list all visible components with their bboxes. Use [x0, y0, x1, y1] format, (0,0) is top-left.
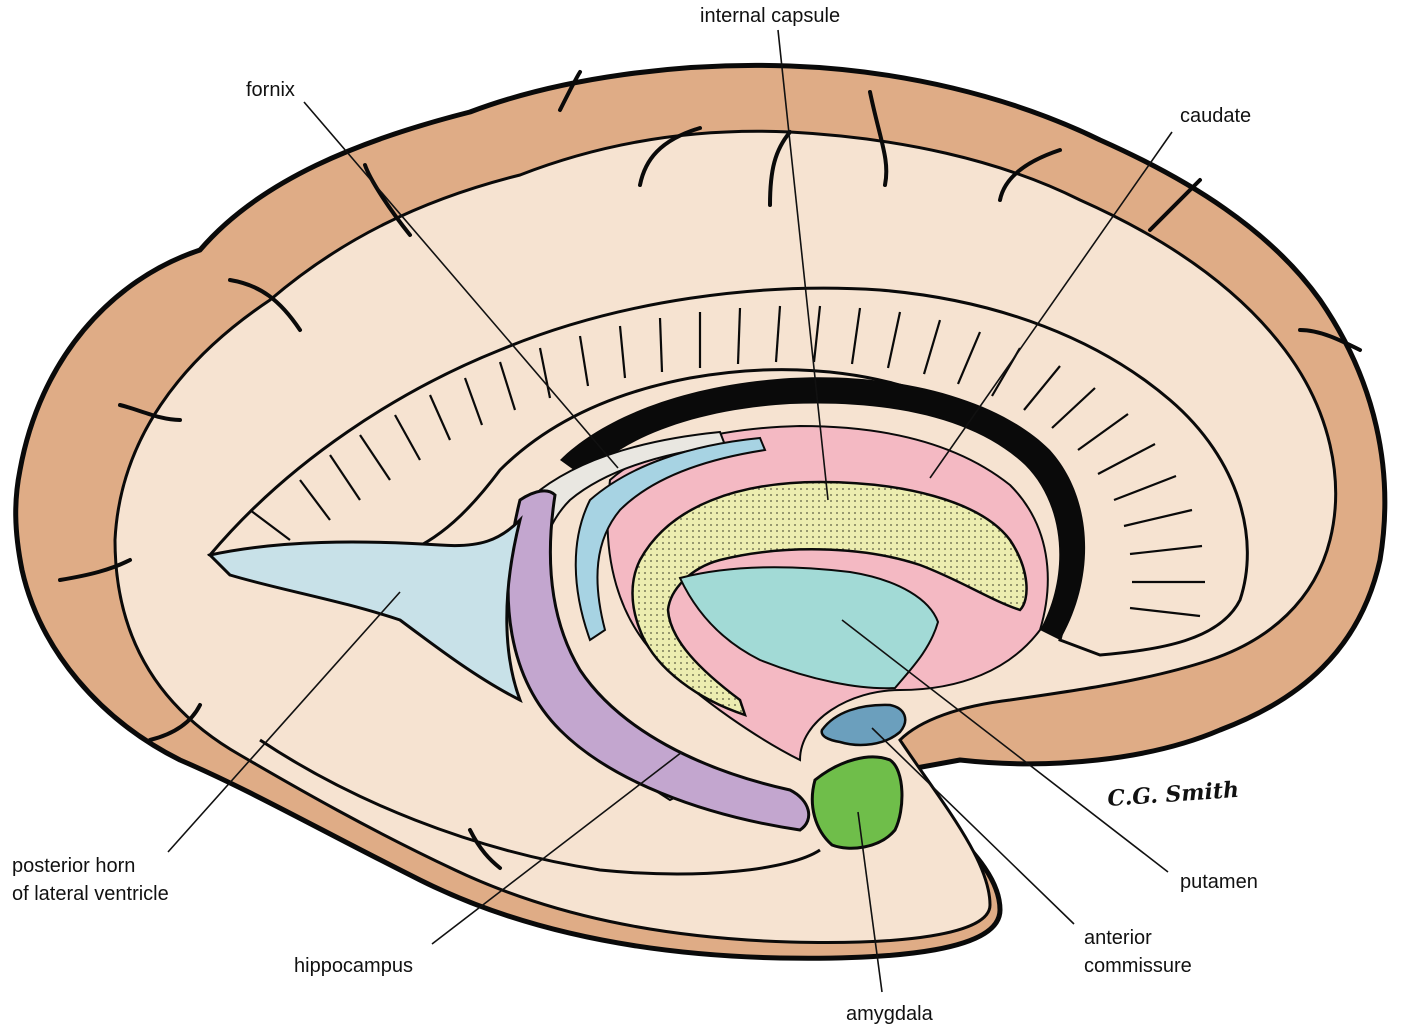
- leader-anterior-commissure: [871, 727, 1075, 925]
- leader-lines: [167, 29, 1173, 993]
- label-posterior-horn-line2: of lateral ventricle: [12, 883, 169, 905]
- label-posterior-horn-line1: posterior horn: [12, 855, 135, 877]
- ventricle-strip: [574, 436, 767, 642]
- leader-putamen: [841, 619, 1169, 873]
- label-caudate: caudate: [1180, 105, 1251, 127]
- label-hippocampus: hippocampus: [294, 955, 413, 977]
- label-amygdala: amygdala: [846, 1003, 934, 1025]
- amygdala: [810, 755, 904, 850]
- internal-capsule: [631, 480, 1028, 717]
- label-anterior-commissure-line2: commissure: [1084, 955, 1192, 977]
- posterior-horn: [206, 515, 523, 704]
- artist-signature: C.G. Smith: [1107, 777, 1240, 812]
- label-internal-capsule: internal capsule: [700, 5, 840, 27]
- label-putamen: putamen: [1180, 871, 1258, 893]
- temporal-lobe-outline: [259, 738, 821, 876]
- sulci: [58, 70, 1362, 870]
- leader-fornix: [303, 101, 619, 469]
- putamen: [678, 566, 940, 690]
- hippocampus: [506, 489, 811, 832]
- leader-posterior-horn: [167, 591, 401, 853]
- leader-internal-capsule: [777, 29, 829, 501]
- anterior-commissure: [820, 703, 907, 747]
- leader-hippocampus: [431, 751, 683, 945]
- leader-caudate: [929, 131, 1173, 479]
- leader-amygdala: [857, 811, 883, 993]
- label-anterior-commissure-line1: anterior: [1084, 927, 1152, 949]
- label-fornix: fornix: [246, 79, 295, 101]
- corpus-callosum-band: [207, 286, 1249, 657]
